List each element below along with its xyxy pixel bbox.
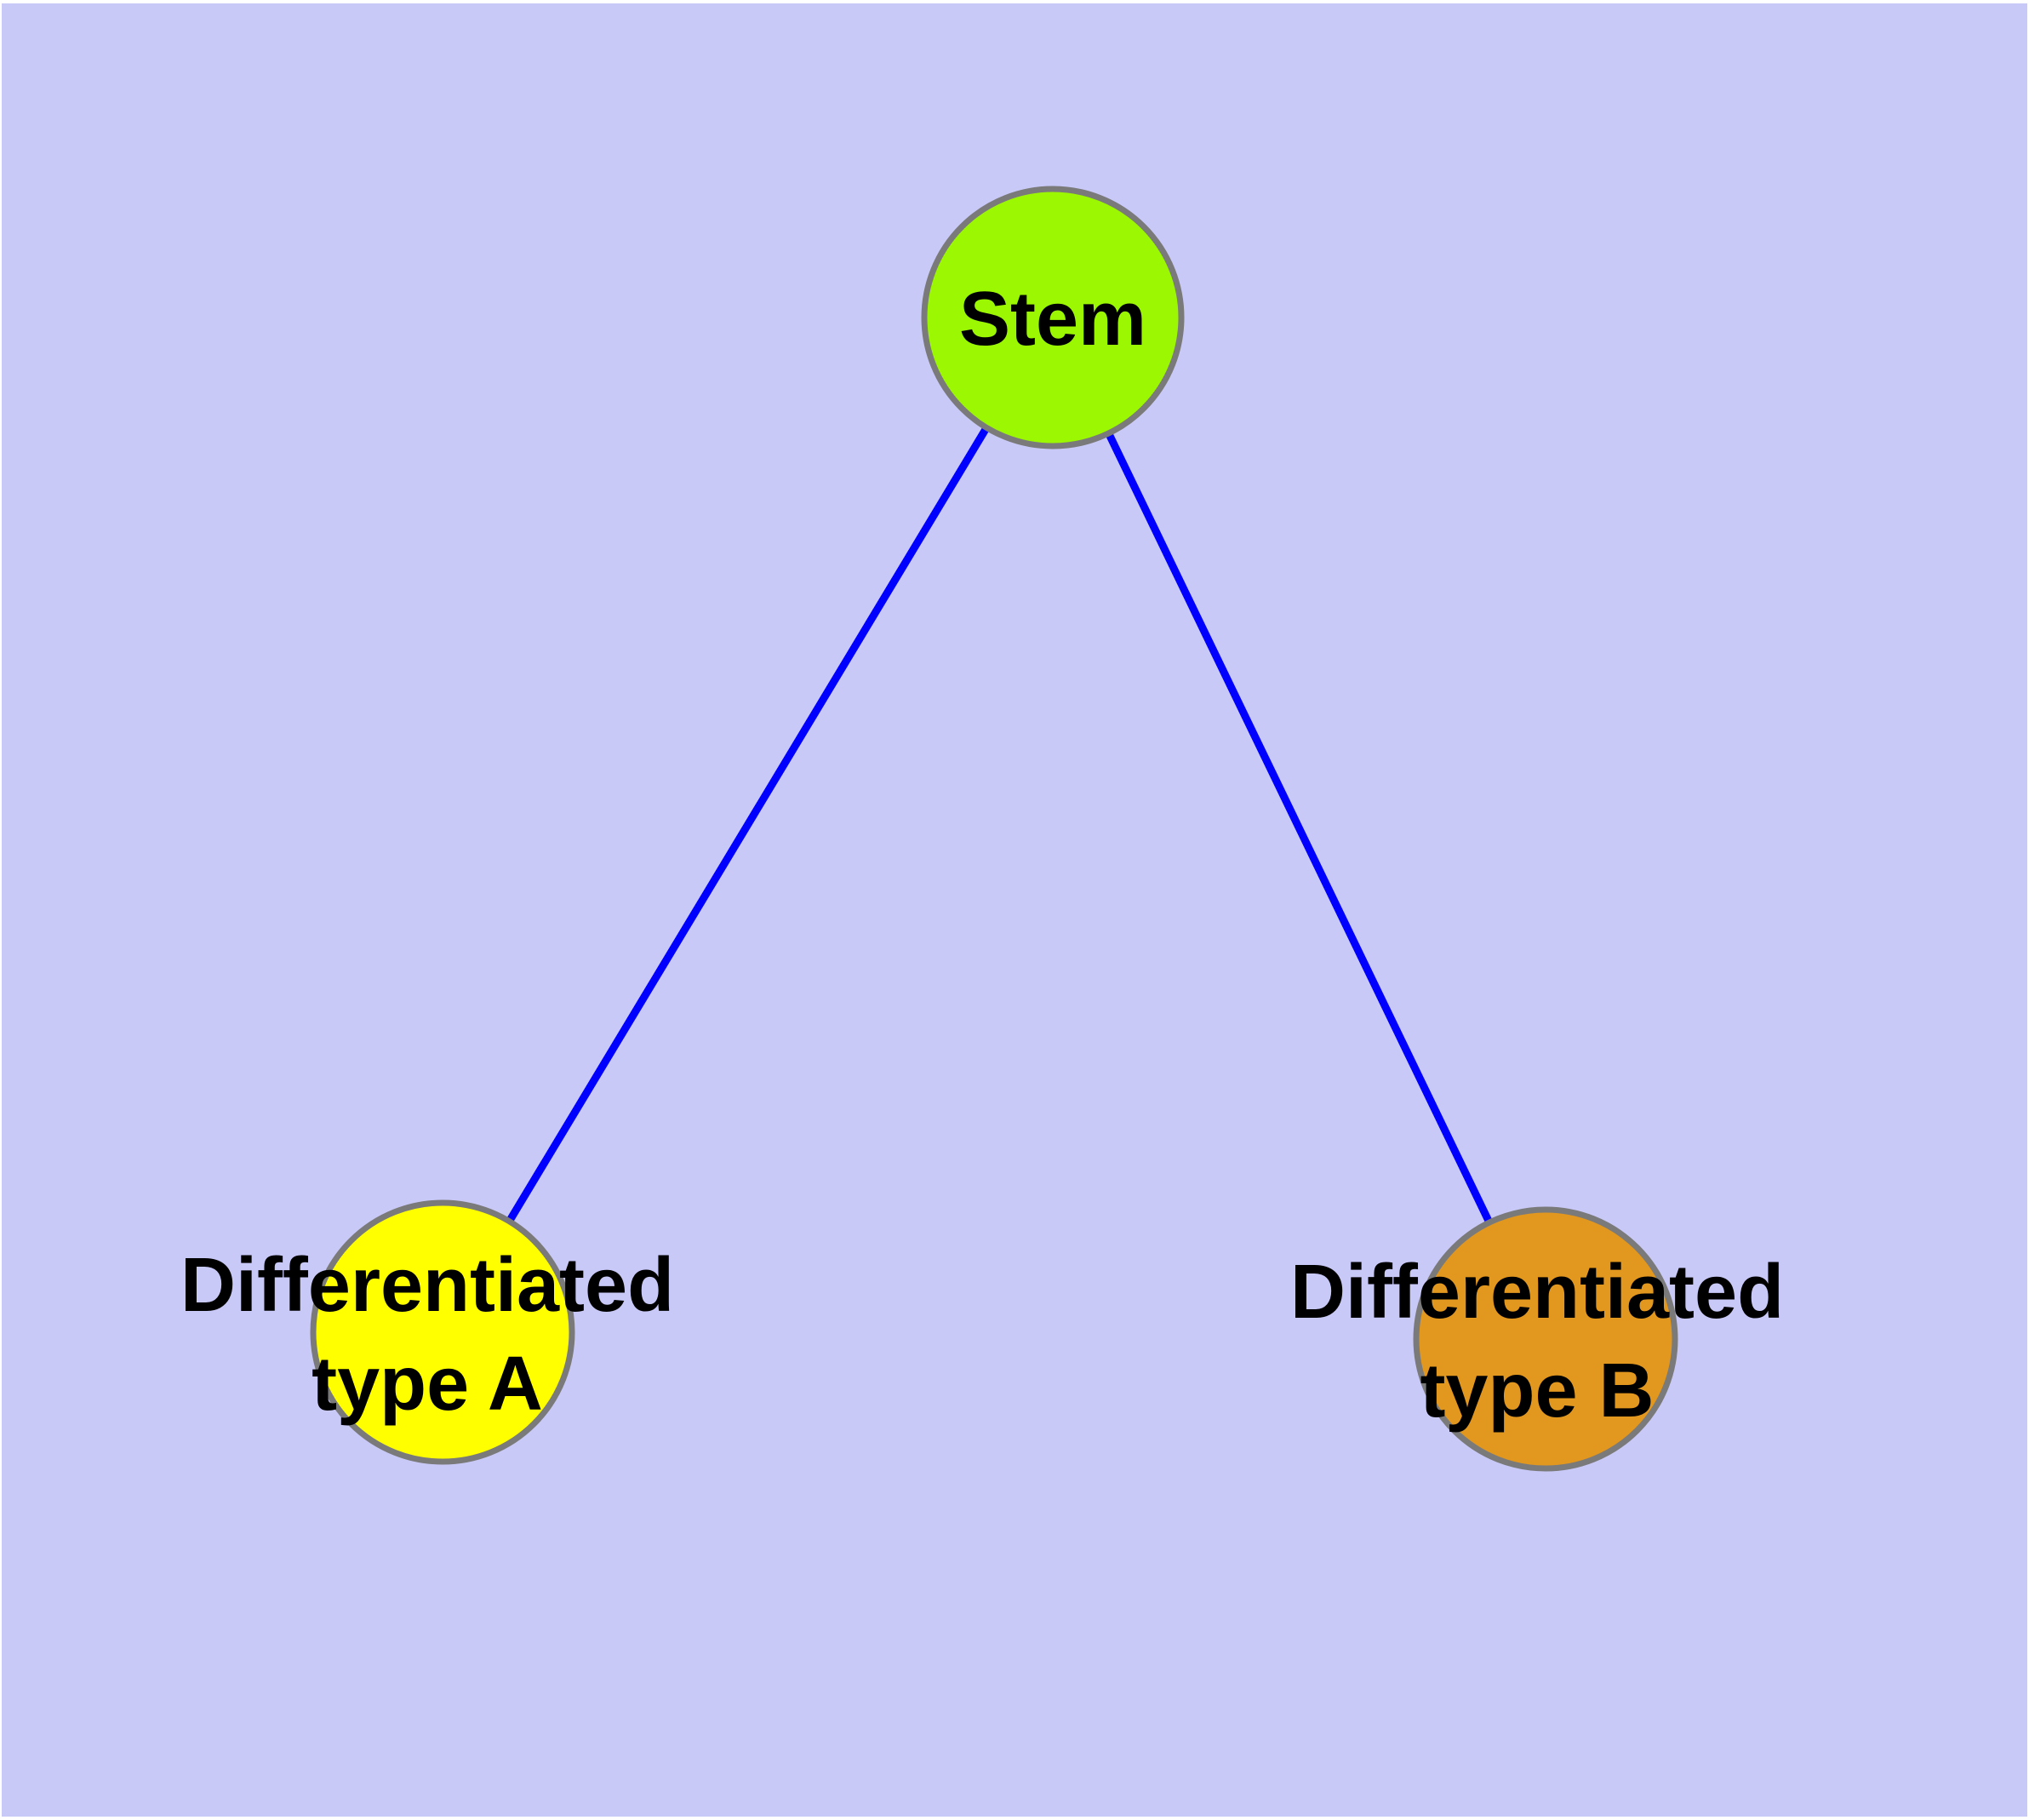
- node-stem: [921, 186, 1185, 449]
- edge-stem-to-type-b: [1049, 316, 1550, 1341]
- node-differentiated-type-b: [1413, 1206, 1678, 1472]
- edge-stem-to-type-a: [439, 315, 1056, 1335]
- node-differentiated-type-a: [310, 1199, 575, 1465]
